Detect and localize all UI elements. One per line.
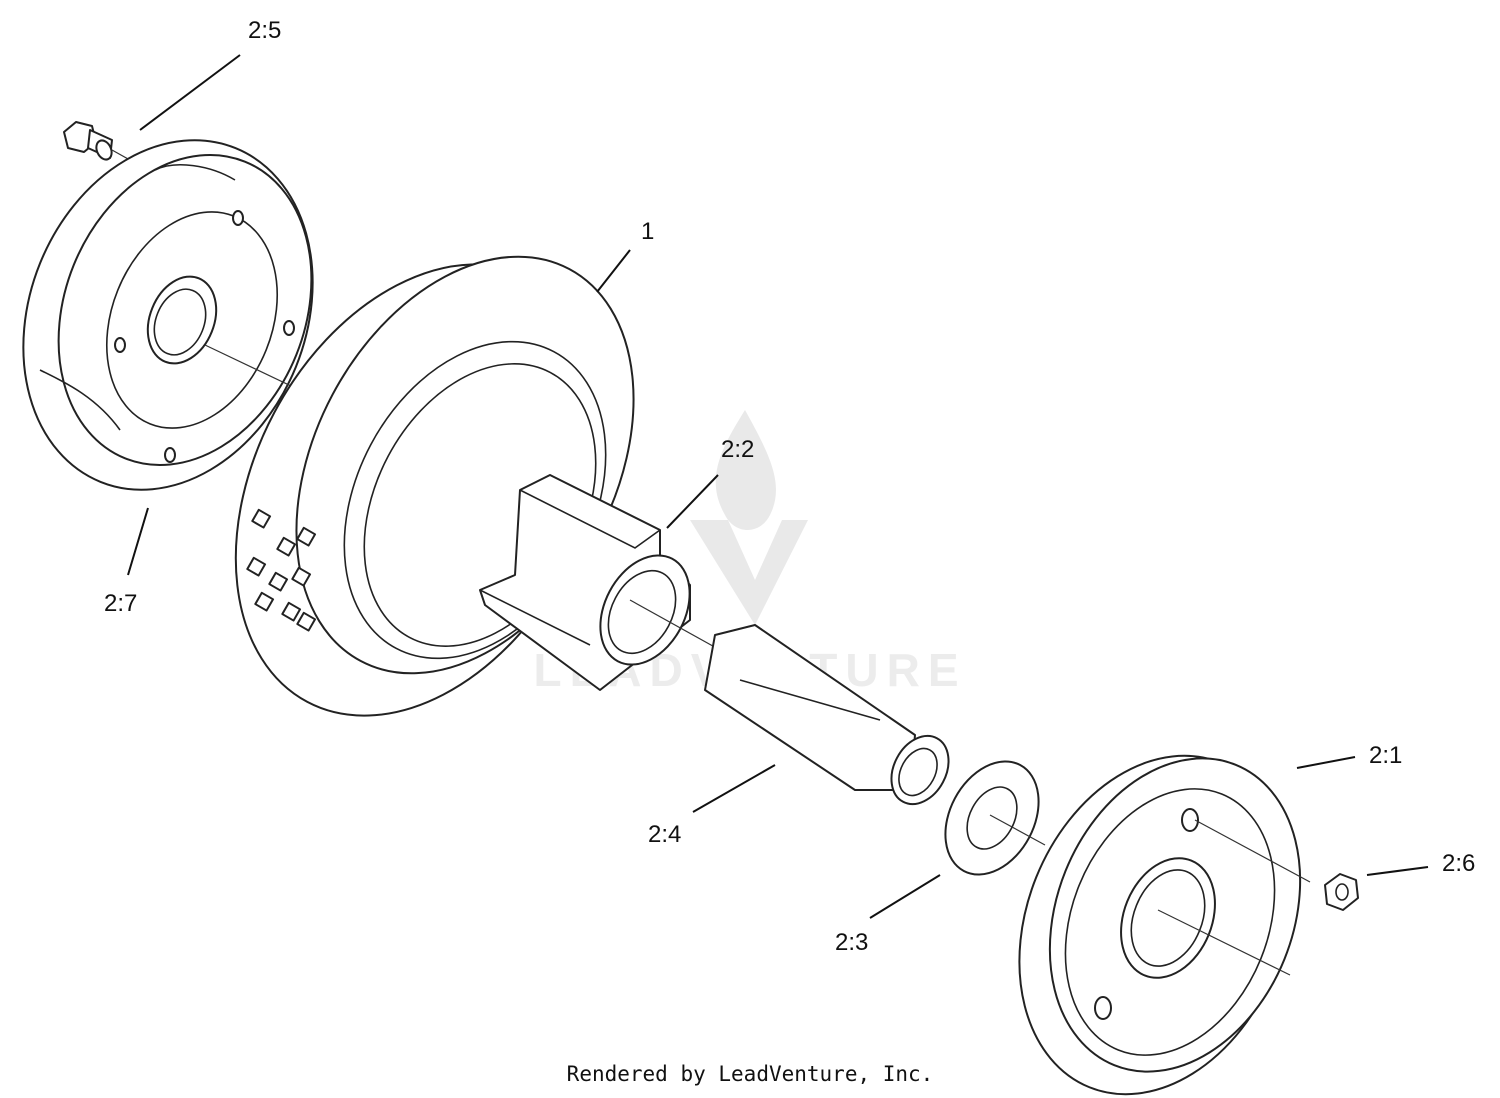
watermark-flame-icon <box>715 410 776 530</box>
callout-1: 1 <box>641 218 654 245</box>
rim-half-left <box>22 139 314 491</box>
callout-2-1: 2:1 <box>1369 742 1402 769</box>
bolt <box>63 121 131 161</box>
callout-2-6: 2:6 <box>1442 850 1475 877</box>
callout-labels: 2:5 1 2:2 2:7 2:1 2:4 2:6 2:3 <box>104 17 1475 956</box>
nut <box>1324 873 1359 911</box>
render-credit: Rendered by LeadVenture, Inc. <box>566 1062 934 1086</box>
rim-half-right <box>1018 754 1311 1096</box>
hub <box>479 474 721 691</box>
leader-2-5 <box>139 54 241 131</box>
leader-2-2 <box>666 474 719 529</box>
washer <box>944 760 1046 876</box>
watermark-v-icon <box>690 520 808 625</box>
leader-2-1 <box>1296 756 1356 769</box>
leader-1 <box>596 249 631 293</box>
spacer-tube <box>704 624 950 806</box>
callout-2-7: 2:7 <box>104 590 137 617</box>
tire-tread <box>246 508 317 632</box>
callout-2-2: 2:2 <box>721 436 754 463</box>
callout-2-3: 2:3 <box>835 929 868 956</box>
leader-2-7 <box>127 507 149 576</box>
callout-2-5: 2:5 <box>248 17 281 44</box>
leader-lines <box>127 54 1429 919</box>
callout-2-4: 2:4 <box>648 821 681 848</box>
leader-2-3 <box>869 874 941 919</box>
leader-2-4 <box>692 764 776 813</box>
leader-2-6 <box>1366 866 1429 876</box>
